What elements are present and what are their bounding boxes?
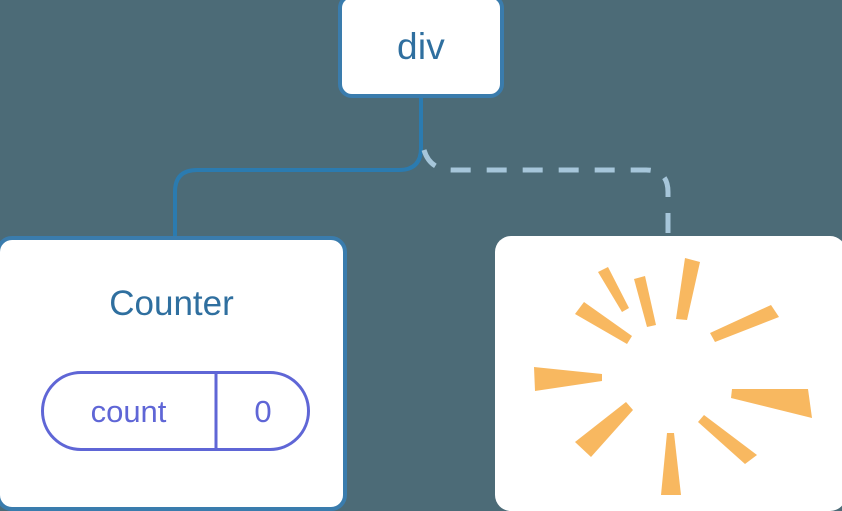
state-pill-value: 0 bbox=[254, 393, 272, 429]
sparkle-ray-5 bbox=[534, 367, 602, 391]
sparkle-ray-2 bbox=[634, 276, 656, 327]
state-pill-count[interactable]: count 0 bbox=[41, 371, 310, 451]
sparkle-burst-icon bbox=[534, 258, 812, 495]
sparkle-ray-7 bbox=[575, 402, 633, 457]
sparkle-ray-9 bbox=[661, 433, 681, 495]
sparkle-ray-4 bbox=[710, 305, 779, 342]
edge-div-to-sparkle bbox=[421, 149, 671, 240]
sparkle-ray-8 bbox=[698, 415, 757, 464]
node-div-label: div bbox=[397, 25, 445, 67]
sparkle-ray-1 bbox=[676, 258, 700, 320]
state-pill-key: count bbox=[90, 393, 167, 429]
node-sparkle[interactable] bbox=[495, 236, 842, 511]
sparkle-ray-6 bbox=[731, 389, 812, 418]
sparkle-ray-3 bbox=[575, 302, 632, 344]
node-div[interactable]: div bbox=[338, 0, 504, 98]
sparkle-ray-10 bbox=[598, 267, 629, 312]
state-pill-outline bbox=[41, 371, 310, 451]
edge-div-to-counter bbox=[173, 96, 423, 242]
node-counter-label: Counter bbox=[109, 284, 234, 323]
